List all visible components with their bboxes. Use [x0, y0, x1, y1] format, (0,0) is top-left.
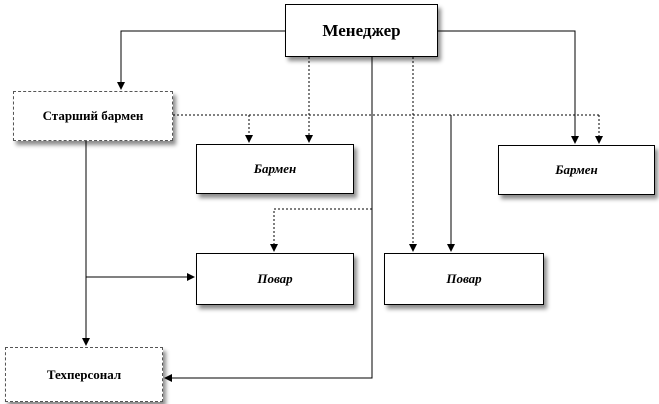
node-bartender-2: Бармен — [498, 145, 655, 195]
node-cook-2-label: Повар — [446, 271, 482, 286]
node-bartender-1-label: Бармен — [253, 161, 297, 176]
node-senior-bartender-label: Старший бармен — [42, 108, 144, 123]
node-bartender-1: Бармен — [196, 144, 354, 194]
node-tech-staff: Техперсонал — [5, 347, 163, 402]
node-cook-1: Повар — [196, 253, 354, 305]
node-senior-bartender: Старший бармен — [13, 91, 173, 141]
node-tech-staff-label: Техперсонал — [46, 366, 122, 382]
edge-manager-tech — [164, 57, 373, 382]
node-cook-2: Повар — [384, 253, 544, 305]
edge-manager-cook1 — [270, 208, 372, 252]
node-manager-label: Менеджер — [322, 20, 401, 40]
node-manager: Менеджер — [285, 4, 438, 57]
node-bartender-2-label: Бармен — [555, 162, 598, 177]
node-cook-1-label: Повар — [257, 271, 293, 286]
edge-manager-bartender2 — [438, 30, 579, 144]
edge-manager-senior — [117, 30, 285, 90]
